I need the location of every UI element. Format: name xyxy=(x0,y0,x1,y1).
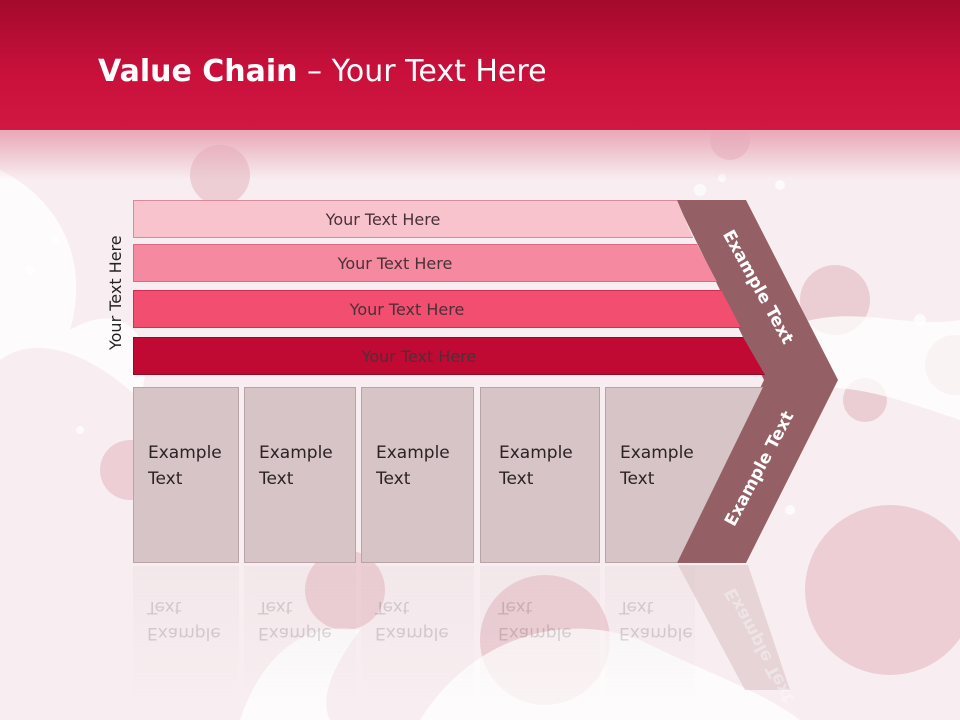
column-2-reflection-line1: Example xyxy=(258,623,332,643)
column-2-line1: Example xyxy=(259,443,333,463)
column-4-line1: Example xyxy=(499,443,573,463)
slide-title: Value Chain – Your Text Here xyxy=(98,54,547,89)
column-5-line1: Example xyxy=(620,443,694,463)
header-fade xyxy=(0,130,960,180)
row-1: Your Text Here xyxy=(133,200,693,238)
title-bold: Value Chain xyxy=(98,54,298,89)
column-1-reflection-line2: Text xyxy=(147,597,182,617)
row-4-label: Your Text Here xyxy=(361,346,477,366)
row-3: Your Text Here xyxy=(133,290,741,328)
title-rest: – Your Text Here xyxy=(297,54,547,89)
column-3-reflection-line2: Text xyxy=(375,597,410,617)
chevron-reflection xyxy=(678,565,790,690)
chevron-arrow xyxy=(676,200,838,563)
row-3-label: Your Text Here xyxy=(349,299,465,319)
column-1-line2: Text xyxy=(148,469,183,489)
column-2-line2: Text xyxy=(259,469,294,489)
row-1-label: Your Text Here xyxy=(325,209,441,229)
row-2: Your Text Here xyxy=(133,244,717,282)
column-2-reflection: Example Text xyxy=(244,566,356,706)
column-1: Example Text xyxy=(133,387,239,563)
column-3-line1: Example xyxy=(376,443,450,463)
column-5-reflection: Example Text xyxy=(605,566,695,706)
column-4-line2: Text xyxy=(499,469,534,489)
column-3-reflection-line1: Example xyxy=(375,623,449,643)
column-4-reflection-line2: Text xyxy=(498,597,533,617)
column-2: Example Text xyxy=(244,387,356,563)
column-1-reflection: Example Text xyxy=(133,566,239,706)
column-4-reflection-line1: Example xyxy=(498,623,572,643)
column-1-line1: Example xyxy=(148,443,222,463)
column-5-line2: Text xyxy=(620,469,655,489)
column-2-reflection-line2: Text xyxy=(258,597,293,617)
column-4: Example Text xyxy=(480,387,600,563)
header-band xyxy=(0,0,960,130)
column-3-reflection: Example Text xyxy=(361,566,474,706)
column-5-reflection-line2: Text xyxy=(619,597,654,617)
column-1-reflection-line1: Example xyxy=(147,623,221,643)
row-4: Your Text Here xyxy=(133,337,765,375)
column-3-line2: Text xyxy=(376,469,411,489)
column-4-reflection: Example Text xyxy=(480,566,600,706)
column-5-reflection-line1: Example xyxy=(619,623,693,643)
side-label: Your Text Here xyxy=(106,235,125,350)
row-2-label: Your Text Here xyxy=(337,253,453,273)
column-3: Example Text xyxy=(361,387,474,563)
